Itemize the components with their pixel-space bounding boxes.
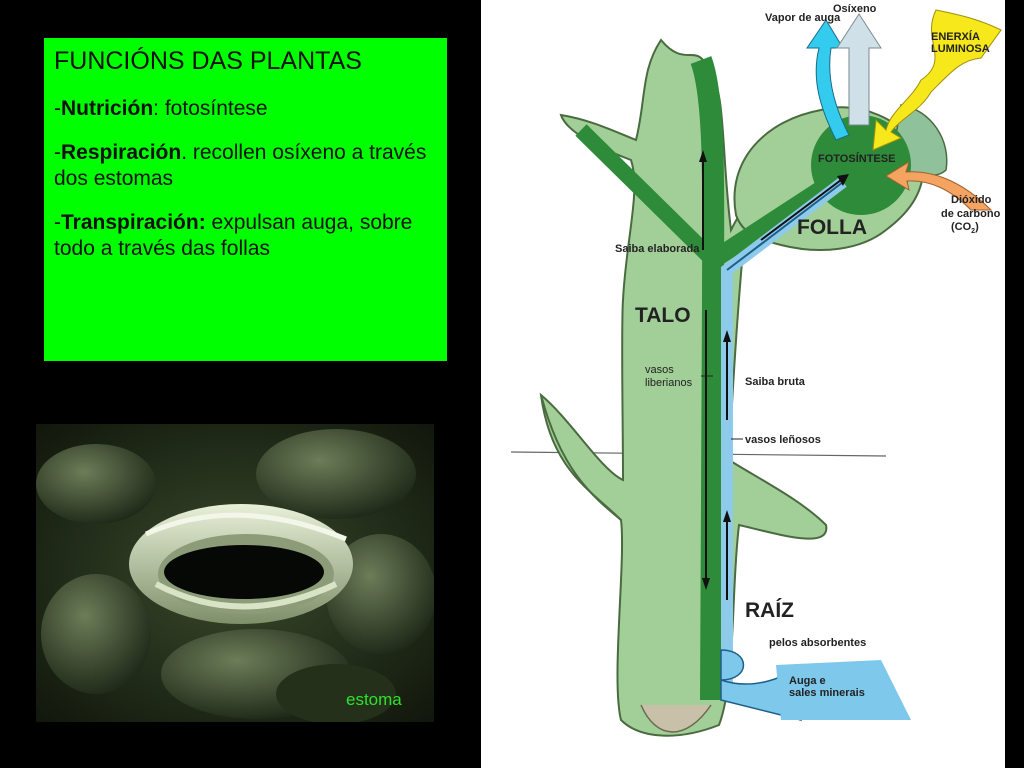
item-term: Nutrición [61, 97, 154, 120]
water-pool [776, 660, 911, 720]
flow-arrow-leaf [760, 179, 842, 241]
item-text: : fotosíntese [153, 97, 268, 120]
vapor-arrow-icon [806, 19, 850, 141]
label-raiz: RAÍZ [745, 599, 794, 622]
item-text: . recollen osíxeno a través dos estomas [54, 141, 427, 190]
arrowhead-icon [702, 578, 710, 590]
label-co2-1: Dióxido [951, 194, 992, 206]
phloem-side-branch [575, 124, 719, 266]
arrowhead-icon [723, 330, 731, 342]
arrowhead-icon [723, 510, 731, 522]
label-vasos-lenosos: vasos leñosos [745, 434, 821, 446]
co2-open: (CO [951, 221, 972, 233]
arrowhead-icon [837, 174, 849, 186]
stoma-image [36, 424, 434, 722]
arrowhead-icon [699, 150, 707, 162]
xylem-edge [726, 181, 844, 271]
label-vasos-lib-1: vasos [645, 364, 674, 376]
label-co2-formula: (CO2) [951, 221, 979, 235]
co2-arrow-icon [885, 160, 993, 211]
item-text: expulsan auga, sobre todo a través das f… [54, 211, 413, 260]
label-saiba-bruta: Saiba bruta [745, 376, 806, 388]
label-talo: TALO [635, 304, 691, 327]
label-pelos: pelos absorbentes [769, 637, 866, 649]
functions-text-box: FUNCIÓNS DAS PLANTAS -Nutrición: fotosín… [44, 38, 447, 361]
item-prefix: - [54, 141, 61, 164]
label-folla: FOLLA [797, 216, 867, 239]
phloem-stem [690, 56, 725, 701]
branch-outline [540, 394, 622, 521]
stoma-micrograph: estoma [36, 424, 434, 722]
label-vasos-lib-2: liberianos [645, 377, 693, 389]
label-vapor: Vapor de auga [765, 12, 841, 24]
label-auga-2: sales minerais [789, 687, 865, 699]
label-oxygen: Osíxeno [833, 3, 877, 15]
slide-title: FUNCIÓNS DAS PLANTAS [54, 47, 362, 75]
light-energy-icon [872, 9, 1002, 151]
co2-close: ) [975, 221, 979, 233]
item-respiration: -Respiración. recollen osíxeno a través … [54, 140, 437, 192]
item-transpiration: -Transpiración: expulsan auga, sobre tod… [54, 210, 437, 262]
item-prefix: - [54, 97, 61, 120]
label-light-2: LUMINOSA [931, 43, 990, 55]
item-prefix: - [54, 211, 61, 234]
oxygen-arrow-icon [836, 13, 882, 126]
item-term: Respiración [61, 141, 182, 164]
item-nutrition: -Nutrición: fotosíntese [54, 96, 437, 122]
item-term: Transpiración: [61, 211, 206, 234]
label-co2-2: de carbono [941, 208, 1001, 220]
label-photosynthesis: FOTOSÍNTESE [818, 152, 895, 165]
plant-diagram: Vapor de auga Osíxeno ENERXÍA LUMINOSA F… [481, 0, 1005, 768]
label-auga-1: Auga e [789, 675, 826, 687]
photo-caption: estoma [346, 690, 402, 709]
co2-sub: 2 [971, 228, 975, 235]
root-cap [640, 704, 712, 733]
label-light-1: ENERXÍA [931, 30, 980, 43]
phloem-leaf-branch [708, 162, 856, 268]
label-saiba-elaborada: Saiba elaborada [615, 243, 700, 255]
